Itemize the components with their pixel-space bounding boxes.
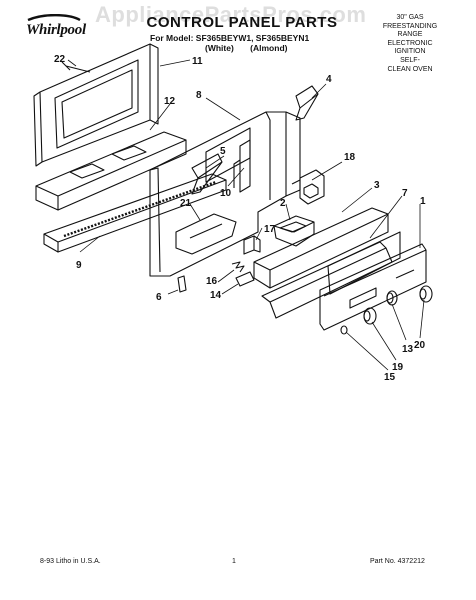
desc-line: RANGE <box>397 31 423 39</box>
callout-11: 11 <box>192 56 203 67</box>
desc-line: CLEAN OVEN <box>387 65 433 73</box>
page-title: CONTROL PANEL PARTS <box>146 14 338 31</box>
part-overlay-7 <box>327 231 401 295</box>
part-spring-16 <box>231 261 245 273</box>
callout-17: 17 <box>264 224 276 235</box>
part-switch-14 <box>235 271 255 287</box>
callout-8: 8 <box>196 90 202 101</box>
callout-5: 5 <box>220 146 226 157</box>
part-screw-22 <box>61 61 91 73</box>
part-electronic-control-18 <box>291 169 325 205</box>
appliance-description: 30" GAS FREESTANDING RANGE ELECTRONIC IG… <box>368 14 452 74</box>
part-display-2 <box>273 215 315 247</box>
callout-4: 4 <box>326 74 332 85</box>
callout-labels: 22 11 12 8 4 5 18 10 3 7 1 21 2 17 9 16 … <box>54 54 426 383</box>
callout-1: 1 <box>420 196 426 207</box>
callout-19: 19 <box>392 362 404 373</box>
callout-18: 18 <box>344 152 356 163</box>
part-shield-12 <box>35 131 187 211</box>
desc-line: IGNITION <box>394 48 426 56</box>
part-control-body-8 <box>149 111 301 277</box>
color-white: (White) <box>205 43 234 53</box>
part-clip-17 <box>243 235 261 255</box>
callout-7: 7 <box>402 188 408 199</box>
part-harness-21 <box>175 213 237 255</box>
part-knob-20 <box>419 285 433 303</box>
footer-print-info: 8-93 Litho in U.S.A. <box>40 558 101 565</box>
part-insert-15 <box>340 325 348 335</box>
part-overlay-1 <box>319 243 427 331</box>
color-almond: (Almond) <box>250 43 288 53</box>
callout-3: 3 <box>374 180 380 191</box>
callout-15: 15 <box>384 372 396 383</box>
desc-line: SELF- <box>400 56 420 64</box>
desc-line: FREESTANDING <box>382 22 438 30</box>
callout-20: 20 <box>414 340 426 351</box>
model-numbers: For Model: SF365BEYW1, SF365BEYN1 <box>150 33 310 43</box>
part-vent-strip-9 <box>43 173 227 253</box>
callout-6: 6 <box>156 292 162 303</box>
watermark: AppliancePartsPros.com <box>95 2 367 27</box>
desc-line: 30" GAS <box>396 14 424 21</box>
callout-21: 21 <box>180 198 192 209</box>
part-screw-6 <box>177 275 187 293</box>
callout-13: 13 <box>402 344 414 355</box>
footer-part-number: Part No. 4372212 <box>370 558 425 565</box>
callout-12: 12 <box>164 96 176 107</box>
callout-16: 16 <box>206 276 218 287</box>
callout-22: 22 <box>54 54 66 65</box>
footer-page-number: 1 <box>232 558 236 565</box>
brand-name: Whirlpool <box>26 22 86 38</box>
callout-2: 2 <box>280 198 286 209</box>
part-side-bracket-10 <box>233 139 251 193</box>
desc-line: ELECTRONIC <box>387 39 433 47</box>
logo-swoosh <box>27 14 81 22</box>
brand-logo <box>27 14 81 22</box>
part-bracket-5 <box>191 153 223 195</box>
leader-lines <box>67 59 425 371</box>
callout-9: 9 <box>76 260 82 271</box>
callout-14: 14 <box>210 290 222 301</box>
model-colors: (White) (Almond) <box>205 43 287 53</box>
part-bracket-4 <box>295 85 319 121</box>
part-knob-19 <box>363 307 377 325</box>
callout-10: 10 <box>220 188 232 199</box>
part-rear-frame-panel <box>33 43 159 167</box>
